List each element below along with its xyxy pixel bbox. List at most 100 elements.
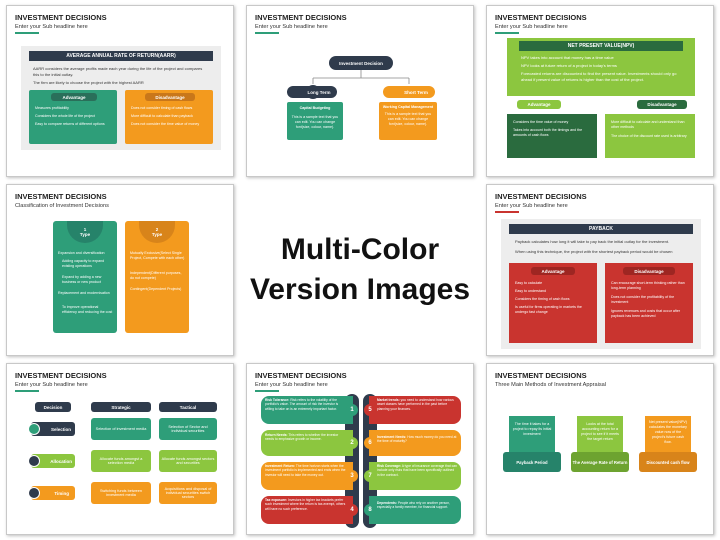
tree-connectors [312,70,410,84]
slide-aarr[interactable]: INVESTMENT DECISIONS Enter your Sub head… [6,5,234,177]
slide-title: INVESTMENT DECISIONS [255,13,347,22]
factor-desc: A type of insurance coverage that can in… [377,464,457,477]
box-text: This is a sample text that you can edit.… [384,112,432,126]
advantage-label: Advantage [517,100,561,109]
advantage-box: Advantage Measures profitability Conside… [29,90,117,144]
selection-icon [28,423,40,435]
selection-strategic: Selection of investment media [91,418,151,440]
factor-card-2: Return Needs: This refers to whether the… [261,430,353,456]
slide-payback[interactable]: INVESTMENT DECISIONS Enter your Sub head… [486,184,714,356]
method-text: The time it takes for a project to repay… [512,422,552,436]
factor-head: Dependents: [377,501,397,505]
advantage-label: Advantage [51,93,97,101]
aarr-desc: AARR considers the average profits made … [33,66,203,77]
factor-card-1: Risk Tolerance: Risk refers to the volat… [261,396,353,424]
type2-item: Mutually Exclusive(Select Single Project… [130,251,185,260]
factor-number: 2 [346,437,358,449]
slide-title: INVESTMENT DECISIONS [15,192,107,201]
payback-item: Payback calculates how long it will take… [515,239,670,244]
slide-subtitle: Enter your Sub headline here [15,382,88,388]
factor-desc: The time horizon starts when the investm… [265,464,346,477]
type1-header: 1 Type [67,221,103,243]
slide-title: INVESTMENT DECISIONS [255,371,347,380]
allocation-icon [28,455,40,467]
disadvantage-item: Does not consider the time value of mone… [131,122,200,126]
advantage-item: Easy to calculate [515,281,543,285]
heading-line-1: Multi-Color [280,233,440,266]
factor-number: 1 [346,404,358,416]
npv-item: NPV looks at future return of a project … [521,63,617,68]
advantage-item: Takes into account both the timings and … [513,128,583,137]
type1-number: 1 [83,227,87,232]
factor-text: Dependents: People who rely on another p… [377,501,457,510]
aarr-panel: AVERAGE ANNUAL RATE OF RETURN(AARR) AARR… [21,46,221,150]
disadvantage-box: Disadvantage Does not consider timing of… [125,90,213,144]
factor-text: Market trends: you need to understand ho… [377,398,457,411]
type1-item: Replacement and modernisation [58,291,110,295]
disadvantage-item: More difficult to calculate than payback [131,114,193,118]
factor-desc: How much money do you need at the time o… [377,435,457,444]
aarr-note: The firm are likely to choose the projec… [33,80,144,85]
row-allocation-label: Allocation [31,454,75,468]
allocation-strategic: Allocate funds amongst a selection media [91,450,151,472]
row-timing-label: Timing [31,486,75,500]
timing-icon [28,487,40,499]
type1-item: Expand by adding a new business or new p… [62,275,102,284]
working-capital-box: Working Capital Management This is a sam… [379,102,437,140]
heading-line-2: Version Images [249,273,471,306]
type2-header: 2 Type [139,221,175,243]
factor-desc: Risk refers to the volatility of the por… [265,398,339,411]
slide-title: INVESTMENT DECISIONS [495,13,587,22]
disadvantage-item: Ignores revenues and costs that occur af… [611,309,681,318]
slide-decision-table[interactable]: INVESTMENT DECISIONS Enter your Sub head… [6,363,234,535]
accent-bar [255,32,279,34]
slide-subtitle: Three Main Methods of Investment Apprais… [495,382,606,388]
slide-subtitle: Classification of Investment Decisions [15,203,109,209]
npv-header: NET PRESENT VALUE(NPV) [519,41,683,51]
type1-item: To improve operational efficiency and re… [62,305,113,314]
method-label-1: Payback Period [503,452,561,472]
type2-item: Contingent(Dependent Projects) [130,287,182,291]
aarr-header: AVERAGE ANNUAL RATE OF RETURN(AARR) [29,51,213,61]
slide-factors[interactable]: INVESTMENT DECISIONS Enter your Sub head… [246,363,474,535]
col-header-decision: Decision [35,402,71,412]
disadvantage-label: Disadvantage [637,100,687,109]
factor-number: 8 [364,504,376,516]
factor-card-8: Dependents: People who rely on another p… [369,496,461,524]
factor-head: Market trends: [377,398,400,402]
accent-bar [15,390,39,392]
factor-desc: People who rely on another person, espec… [377,501,450,510]
npv-item: NPV takes into account that money has a … [521,55,614,60]
advantage-box: Considers the time value of money Takes … [507,114,597,158]
disadvantage-label: Disadvantage [145,93,195,101]
type1-item: Expansion and diversification [58,251,105,255]
slide-title: INVESTMENT DECISIONS [495,192,587,201]
selection-tactical: Selection of Sector and individual secur… [159,418,217,440]
slide-investment-tree[interactable]: INVESTMENT DECISIONS Enter your Sub head… [246,5,474,177]
advantage-item: Considers the timing of cash flows [515,297,570,301]
slide-subtitle: Enter your Sub headline here [495,24,568,30]
col-header-strategic: Strategic [91,402,151,412]
type1-card: 1 Type Expansion and diversification Add… [53,221,117,333]
slide-subtitle: Enter your Sub headline here [255,382,328,388]
factor-text: Risk Coverage: A type of insurance cover… [377,464,457,477]
spine-left [345,394,359,528]
root-node: Investment Decision [329,56,393,70]
advantage-item: Easy to compare returns of different opt… [35,122,105,126]
capital-budgeting-box: Capital Budgeting This is a sample text … [287,102,343,140]
factor-number: 4 [346,504,358,516]
slide-npv[interactable]: INVESTMENT DECISIONS Enter your Sub head… [486,5,714,177]
slide-subtitle: Enter your Sub headline here [255,24,328,30]
factor-text: Tax exposure: Investors in higher tax br… [265,498,347,511]
accent-bar [255,390,279,392]
slide-appraisal-methods[interactable]: INVESTMENT DECISIONS Three Main Methods … [486,363,714,535]
type1-item: Adding capacity to expand existing opera… [62,259,105,268]
slide-classification[interactable]: INVESTMENT DECISIONS Classification of I… [6,184,234,356]
factor-head: Tax exposure: [265,498,288,502]
factor-number: 3 [346,470,358,482]
advantage-item: Considers the time value of money [513,120,569,124]
spine-right [363,394,377,528]
method-text: Looks at the total accounting return for… [581,422,619,441]
factor-desc: you need to understand how various asset… [377,398,454,411]
